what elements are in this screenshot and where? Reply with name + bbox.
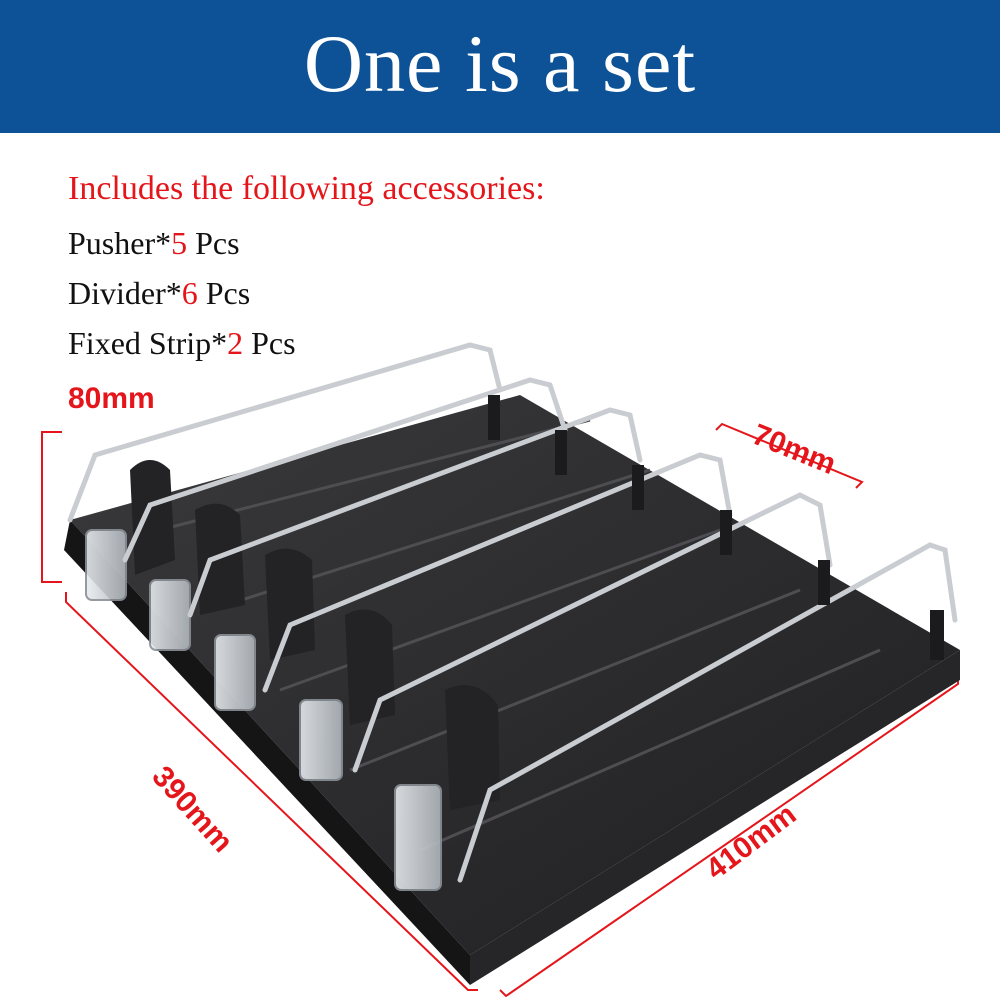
accessory-qty: 2	[227, 325, 244, 361]
accessories-heading: Includes the following accessories:	[68, 170, 545, 207]
accessory-name: Pusher*	[68, 225, 172, 261]
height-dimension-line	[41, 431, 62, 583]
accessory-name: Divider*	[68, 275, 182, 311]
accessory-name: Fixed Strip*	[68, 325, 228, 361]
accessory-qty: 5	[171, 225, 188, 261]
front-panels	[85, 529, 442, 891]
depth-dimension-line	[715, 422, 864, 489]
length-dimension-line	[65, 592, 478, 991]
title-banner: One is a set	[0, 0, 1000, 133]
tray-base	[64, 395, 960, 985]
accessory-unit: Pcs	[187, 225, 240, 261]
silver-rails	[67, 342, 958, 883]
banner-title: One is a set	[303, 17, 697, 109]
accessory-unit: Pcs	[197, 275, 251, 311]
fixed-strip-posts	[488, 395, 944, 660]
accessory-divider: Divider*6 Pcs	[68, 268, 545, 318]
accessory-unit: Pcs	[243, 325, 296, 361]
accessories-list: Includes the following accessories: Push…	[68, 168, 545, 368]
accessory-pusher: Pusher*5 Pcs	[68, 218, 545, 268]
accessory-qty: 6	[181, 275, 198, 311]
accessory-fixed-strip: Fixed Strip*2 Pcs	[68, 318, 545, 368]
height-dimension-label: 80mm	[68, 382, 155, 415]
